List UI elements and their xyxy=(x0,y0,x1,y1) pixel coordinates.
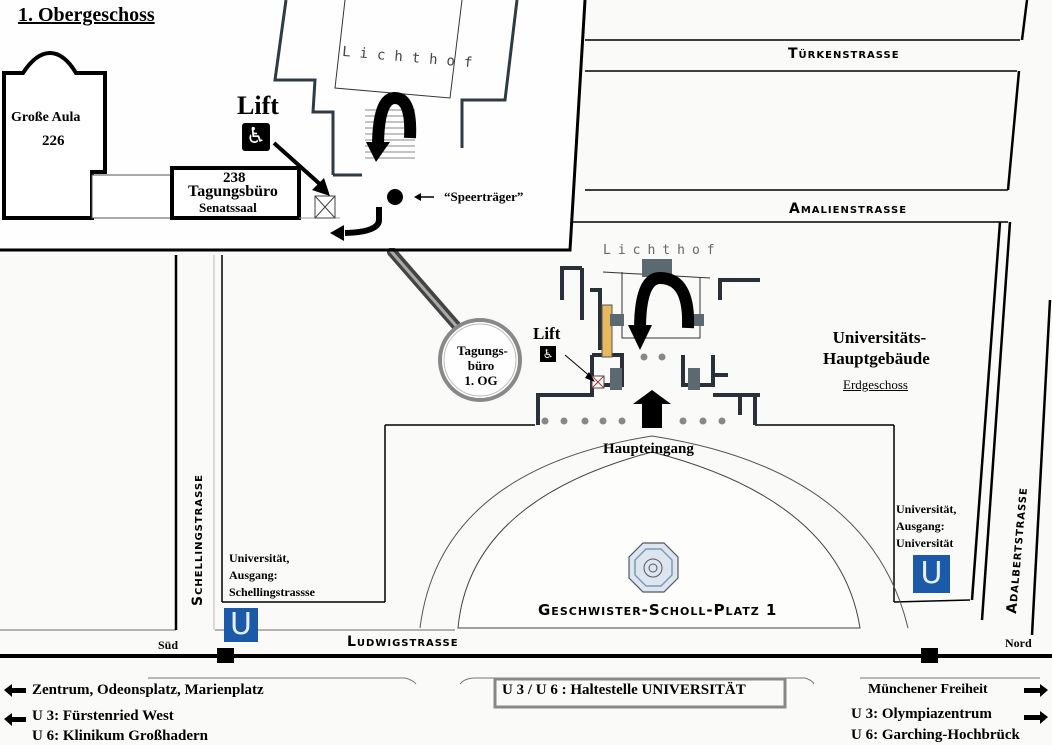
exit-north-label: Universität, Ausgang: Universität xyxy=(896,501,956,552)
building-title: Universitäts- Hauptgebäude xyxy=(823,327,930,369)
station-box xyxy=(493,677,787,709)
ubahn-symbol: U xyxy=(920,556,943,591)
exit-line: Schellingstrassse xyxy=(229,585,316,599)
lift-pointer xyxy=(272,141,324,188)
direction-left-3: U 6: Klinikum Großhadern xyxy=(32,728,209,744)
arrow-right-icon xyxy=(1024,684,1048,724)
street-lines xyxy=(0,39,1020,631)
lichthof-label: Lichthof xyxy=(603,243,722,258)
magnifier-line: 1. OG xyxy=(464,373,498,388)
room-grosse-aula xyxy=(2,50,107,220)
building-title-line: Hauptgebäude xyxy=(823,349,930,368)
magnifier-label: Tagungs- büro 1. OG xyxy=(457,343,508,388)
magnifier-line: büro xyxy=(467,358,495,373)
stair-yellow xyxy=(601,304,613,358)
street-schellingstrasse: Schellingstrasse xyxy=(190,474,206,606)
street-tuerkenstrasse: Türkenstrasse xyxy=(788,46,900,62)
pillars xyxy=(541,353,726,425)
subway-exit-north-marker xyxy=(921,648,938,663)
u-turn-arrow-icon xyxy=(372,91,417,149)
platform-edge xyxy=(148,677,417,685)
room-subname: Senatssaal xyxy=(199,200,257,215)
exit-line: Universität, xyxy=(896,502,957,516)
square-outline xyxy=(457,451,861,629)
ubahn-north-icon: U xyxy=(913,555,950,593)
exit-line: Universität, xyxy=(229,551,290,565)
direction-right-1: Münchener Freiheit xyxy=(868,682,988,697)
direction-left-1: Zentrum, Odeonsplatz, Marienplatz xyxy=(32,682,264,698)
speertraeger-label: “Speerträger” xyxy=(444,189,524,204)
entrance-label: Haupteingang xyxy=(603,441,694,457)
u-turn-arrow-icon xyxy=(634,271,695,331)
fountain-icon xyxy=(628,542,679,593)
street-amalienstrasse: Amalienstrasse xyxy=(789,201,908,217)
lift-pointer xyxy=(564,354,593,379)
square-ring xyxy=(419,435,909,629)
direction-south-label: Süd xyxy=(158,638,179,652)
entrance-arrow-icon xyxy=(633,390,671,428)
ubahn-south-icon: U xyxy=(224,608,258,642)
direction-right-2: U 3: Olympiazentrum xyxy=(851,706,992,722)
square-label: Geschwister-Scholl-Platz 1 xyxy=(538,601,778,619)
arrow-left-icon xyxy=(4,684,26,726)
inset-walls xyxy=(273,0,519,177)
room-name: Große Aula xyxy=(11,110,81,125)
room-238 xyxy=(170,166,301,220)
exit-line: Ausgang: xyxy=(229,568,278,582)
lift-label: Lift xyxy=(237,91,279,120)
pillar-speertraeger xyxy=(387,189,403,205)
direction-north-label: Nord xyxy=(1005,636,1032,650)
wheelchair-icon: ♿ xyxy=(540,346,556,362)
exit-line: Ausgang: xyxy=(896,519,945,533)
exit-south-label: Universität, Ausgang: Schellingstrassse xyxy=(229,550,315,601)
ubahn-symbol: U xyxy=(230,607,252,642)
magnifier-icon xyxy=(387,247,522,402)
station-label: U 3 / U 6 : Haltestelle UNIVERSITÄT xyxy=(502,682,746,698)
subway-exit-south-marker xyxy=(217,648,234,663)
room-number: 226 xyxy=(42,133,65,149)
street-edges xyxy=(174,0,1052,636)
floor-label: Erdgeschoss xyxy=(843,377,908,392)
wheelchair-icon: ♿ xyxy=(242,123,270,151)
inset-title: 1. Obergeschoss xyxy=(18,4,155,26)
street-ludwigstrasse: Ludwigstrasse xyxy=(347,634,459,650)
room-number: 238 xyxy=(223,170,246,186)
direction-right-3: U 6: Garching-Hochbrück xyxy=(851,727,1020,743)
exit-arrow-icon xyxy=(344,207,382,236)
exit-line: Universität xyxy=(896,536,954,550)
magnifier-line: Tagungs- xyxy=(457,343,508,358)
direction-left-2: U 3: Fürstenried West xyxy=(32,708,174,724)
room-name: Tagungsbüro xyxy=(188,183,278,200)
lift-label: Lift xyxy=(533,324,561,343)
building-title-line: Universitäts- xyxy=(832,328,927,347)
inset-border xyxy=(0,0,587,252)
